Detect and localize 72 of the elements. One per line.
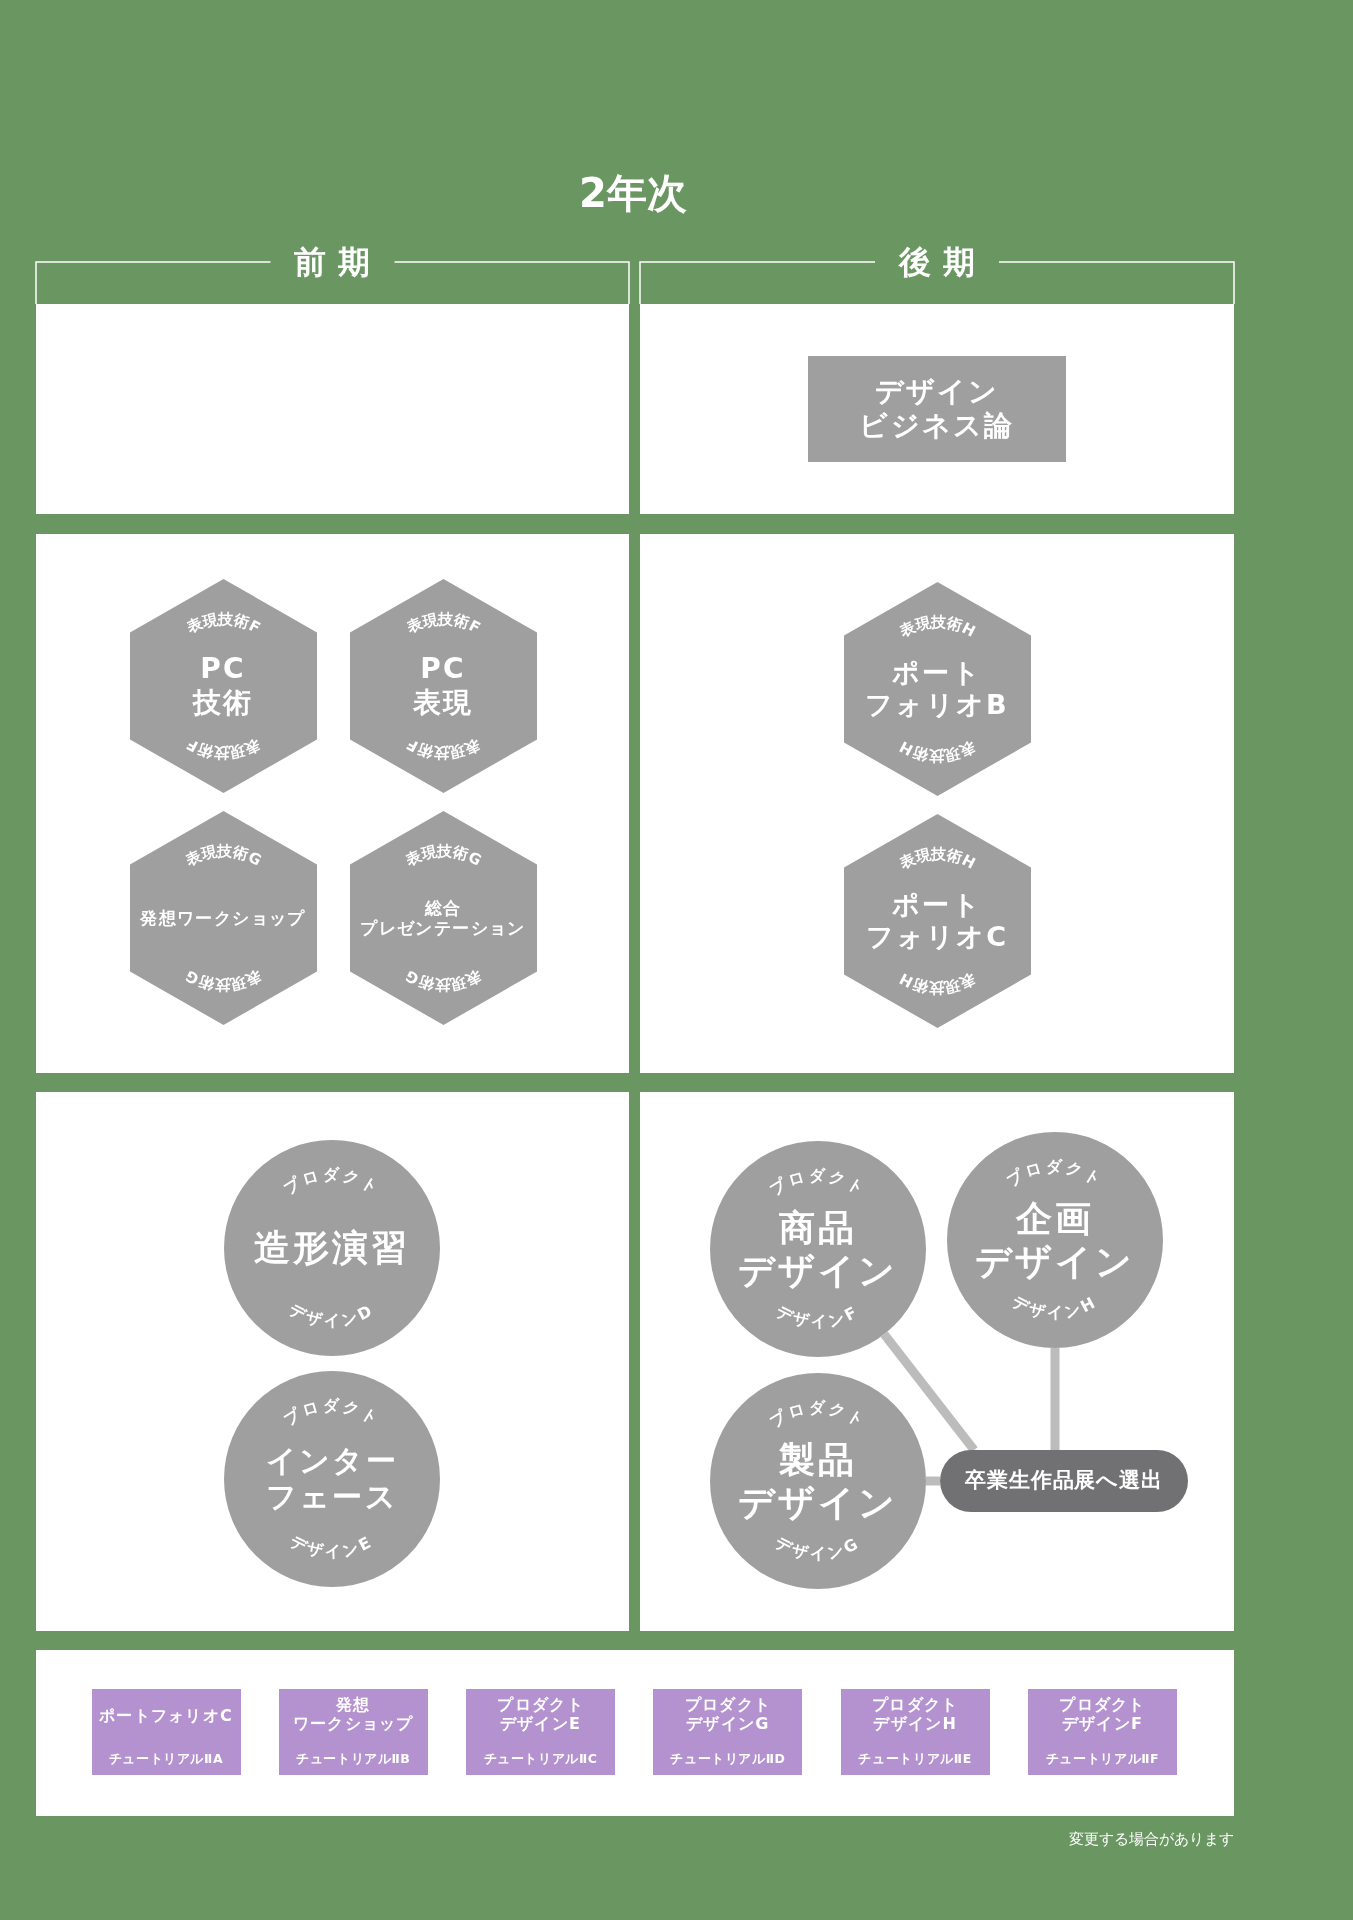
course-hexagon <box>349 579 537 793</box>
course-title: 商品デザイン <box>737 1205 899 1293</box>
course-title: インターフェース <box>264 1443 400 1515</box>
course-series-label: 表現技術G <box>182 966 264 995</box>
course-series-label: デザインH <box>1009 1291 1101 1323</box>
note: 変更する場合があります <box>1069 1830 1234 1850</box>
course-series-label: プロダクト <box>279 1396 385 1430</box>
course-hexagon <box>843 814 1031 1028</box>
course-series-label: 表現技術F <box>403 734 483 763</box>
course-series-label: デザインF <box>773 1301 863 1332</box>
course-series-label: 表現技術F <box>183 734 263 763</box>
connector-line <box>926 1476 940 1486</box>
term-heading: 後期 <box>897 242 990 284</box>
course-title: 発想ワークショップ <box>139 907 307 929</box>
course-title: PC技術 <box>191 652 255 720</box>
course-title: 造形演習 <box>253 1226 411 1270</box>
course-title: プロダクトデザインF <box>1058 1695 1147 1734</box>
course-title: プロダクトデザインH <box>871 1695 960 1734</box>
tutorial-label: チュートリアルⅡA <box>107 1751 225 1766</box>
course-hexagon <box>129 811 317 1025</box>
course-hexagon <box>843 582 1031 796</box>
course-title: ポートフォリオC <box>98 1706 234 1726</box>
course-title: 卒業生作品展へ選出 <box>964 1468 1164 1494</box>
course-series-label: デザインE <box>287 1531 377 1562</box>
course-series-label: プロダクト <box>279 1165 385 1199</box>
course-title: プロダクトデザインG <box>683 1695 773 1734</box>
course-circle <box>224 1140 440 1356</box>
course-series-label: 表現技術H <box>896 737 978 766</box>
course-series-label: 表現技術H <box>896 969 978 998</box>
tutorial-label: チュートリアルⅡC <box>482 1751 599 1766</box>
course-title: 発想ワークショップ <box>291 1695 415 1734</box>
course-circle <box>947 1132 1163 1348</box>
course-hexagon <box>129 579 317 793</box>
tutorial-box <box>466 1689 616 1775</box>
course-title: デザインビジネス論 <box>858 375 1016 443</box>
course-series-label: プロダクト <box>1002 1157 1108 1191</box>
tutorial-box <box>840 1689 990 1775</box>
course-series-label: 表現技術G <box>402 966 484 995</box>
connector-line <box>1050 1348 1060 1450</box>
tutorial-box <box>1028 1689 1177 1775</box>
course-hexagon <box>349 811 537 1025</box>
connector-line <box>880 1331 978 1453</box>
course-circle <box>224 1371 440 1587</box>
tutorial-box <box>653 1689 803 1775</box>
course-circle <box>710 1373 926 1589</box>
tutorial-label: チュートリアルⅡD <box>669 1751 787 1766</box>
course-title: 総合プレゼンテーション <box>359 897 527 939</box>
course-series-label: 表現技術F <box>183 609 263 638</box>
course-series-label: 表現技術F <box>403 609 483 638</box>
course-series-label: デザインD <box>286 1299 378 1331</box>
course-series-label: 表現技術G <box>182 841 264 870</box>
course-box <box>808 356 1066 462</box>
course-series-label: プロダクト <box>765 1166 871 1200</box>
course-circle <box>710 1141 926 1357</box>
tutorial-label: チュートリアルⅡF <box>1044 1751 1161 1766</box>
course-series-label: 表現技術H <box>896 612 978 641</box>
course-series-label: 表現技術H <box>896 844 978 873</box>
course-title: 製品デザイン <box>737 1437 899 1525</box>
term-heading: 前期 <box>292 242 385 284</box>
course-series-label: 表現技術G <box>402 841 484 870</box>
course-series-label: デザインG <box>772 1532 864 1564</box>
course-title: プロダクトデザインE <box>496 1695 585 1734</box>
course-title: ポートフォリオB <box>864 656 1010 722</box>
course-title: ポートフォリオC <box>864 888 1010 954</box>
tutorial-box <box>91 1689 241 1775</box>
course-title: 企画デザイン <box>974 1196 1136 1284</box>
course-title: PC表現 <box>411 652 475 720</box>
course-series-label: プロダクト <box>765 1398 871 1432</box>
tutorial-box <box>278 1689 428 1775</box>
tutorial-label: チュートリアルⅡB <box>295 1751 412 1766</box>
tutorial-label: チュートリアルⅡE <box>857 1751 973 1766</box>
title: 2年次 <box>578 169 688 218</box>
